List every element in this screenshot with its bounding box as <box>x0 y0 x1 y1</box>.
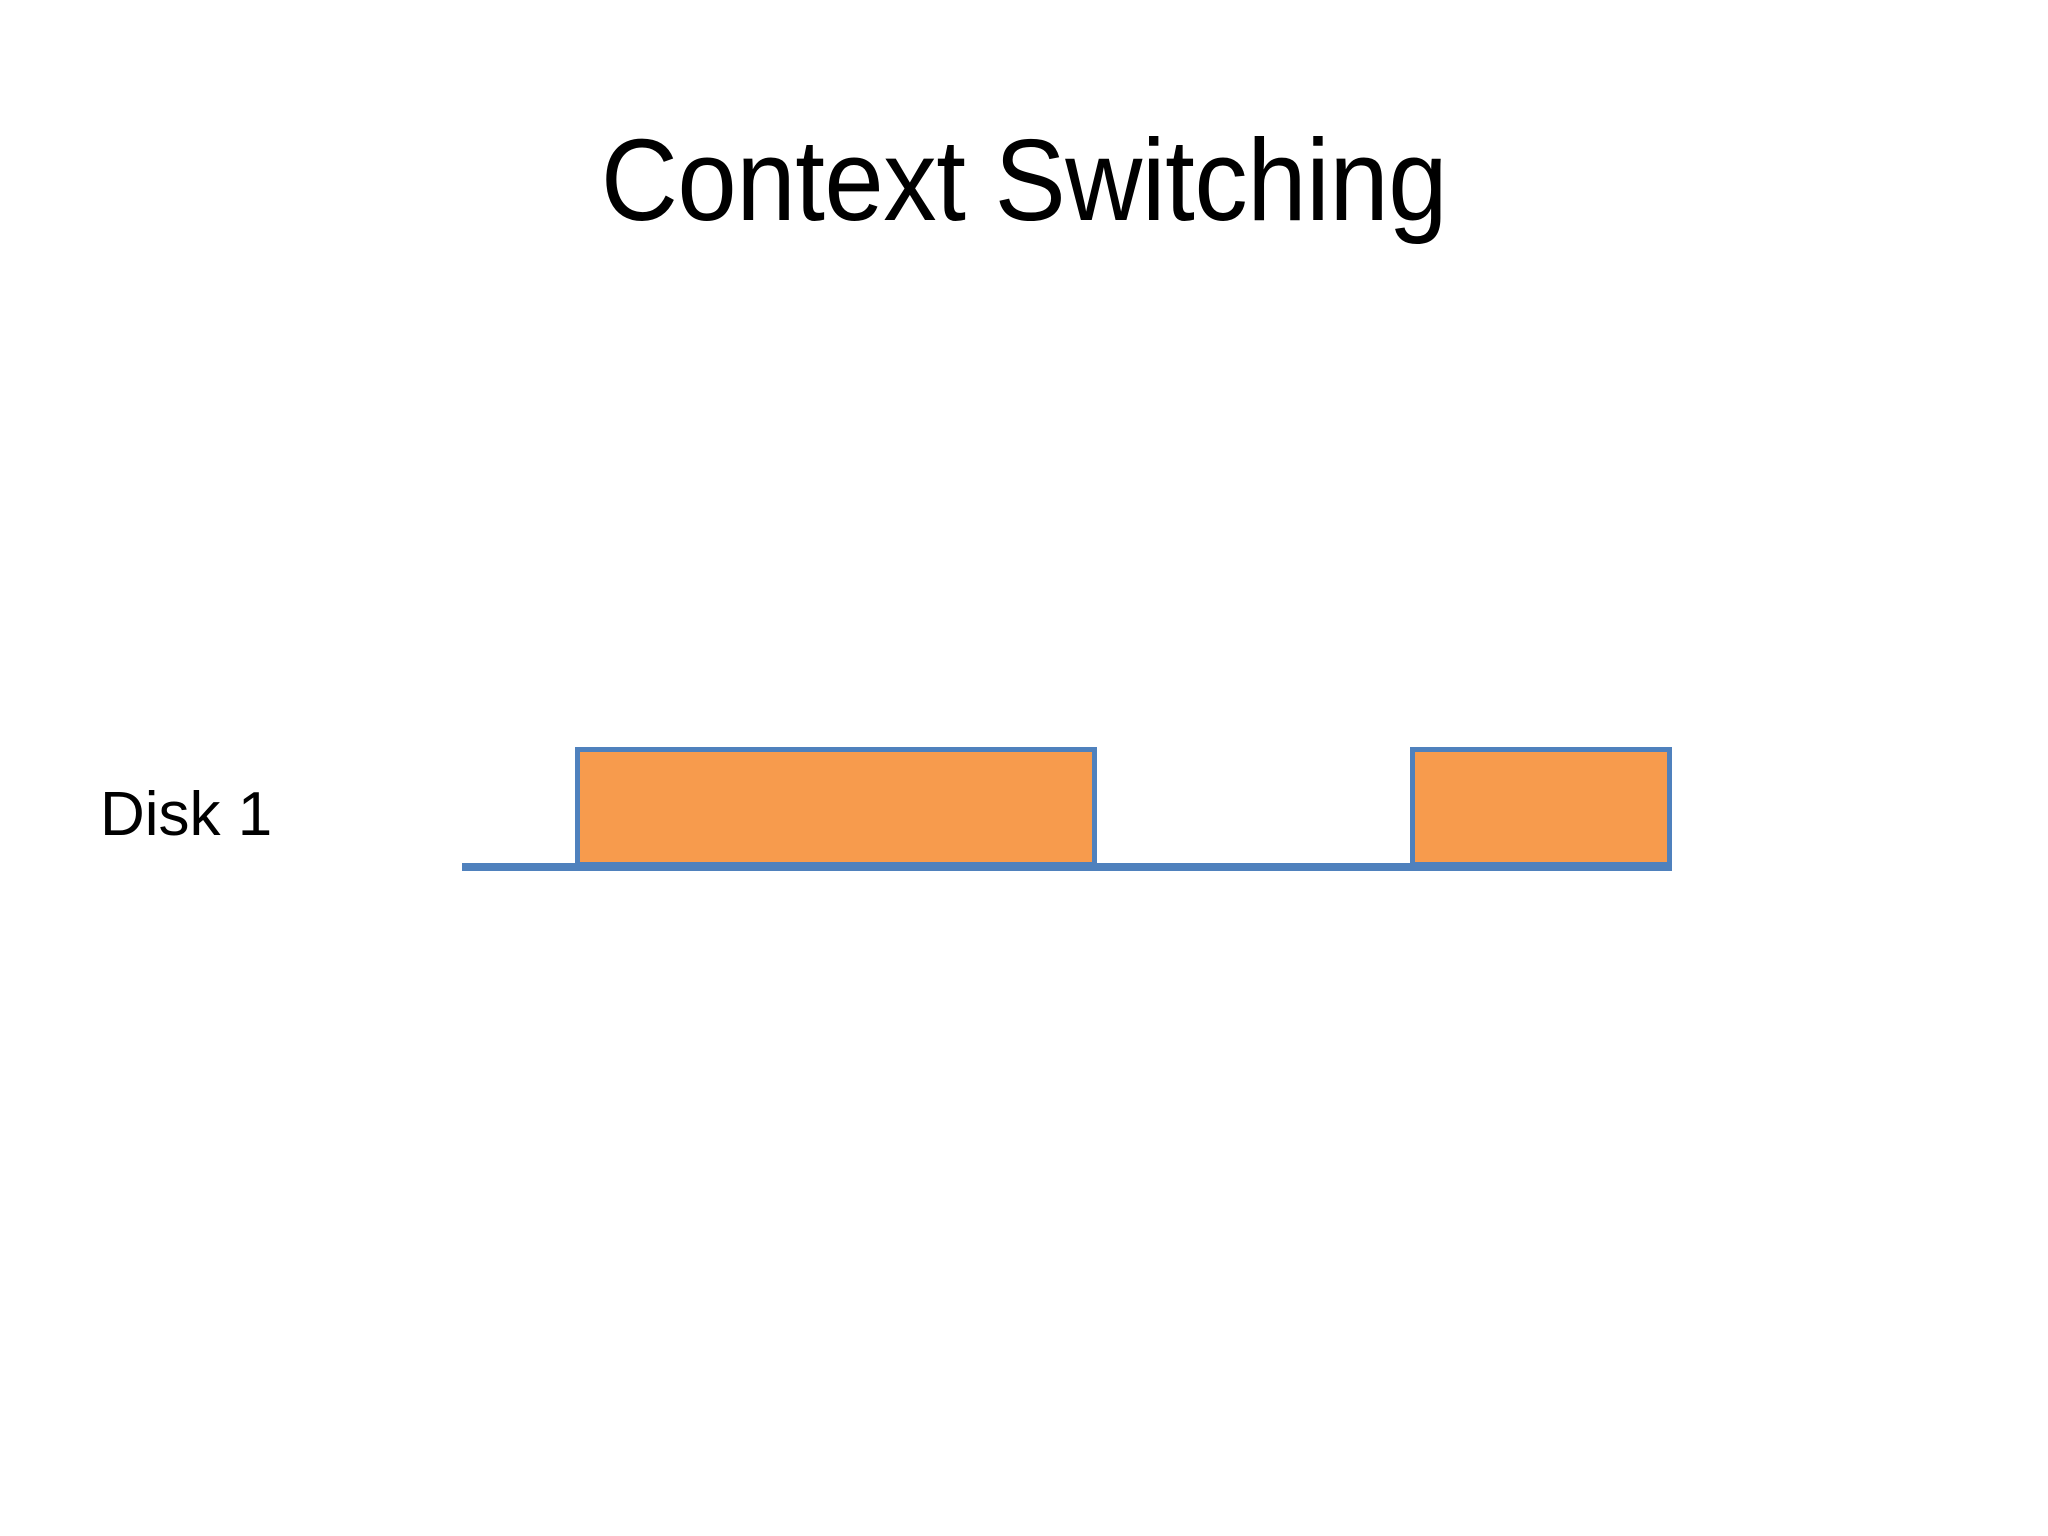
track-label-disk-1: Disk 1 <box>100 780 273 849</box>
page-title: Context Switching <box>600 115 1448 245</box>
busy-block-1 <box>575 747 1097 867</box>
busy-block-2 <box>1410 747 1672 867</box>
timeline-baseline <box>462 863 1672 871</box>
